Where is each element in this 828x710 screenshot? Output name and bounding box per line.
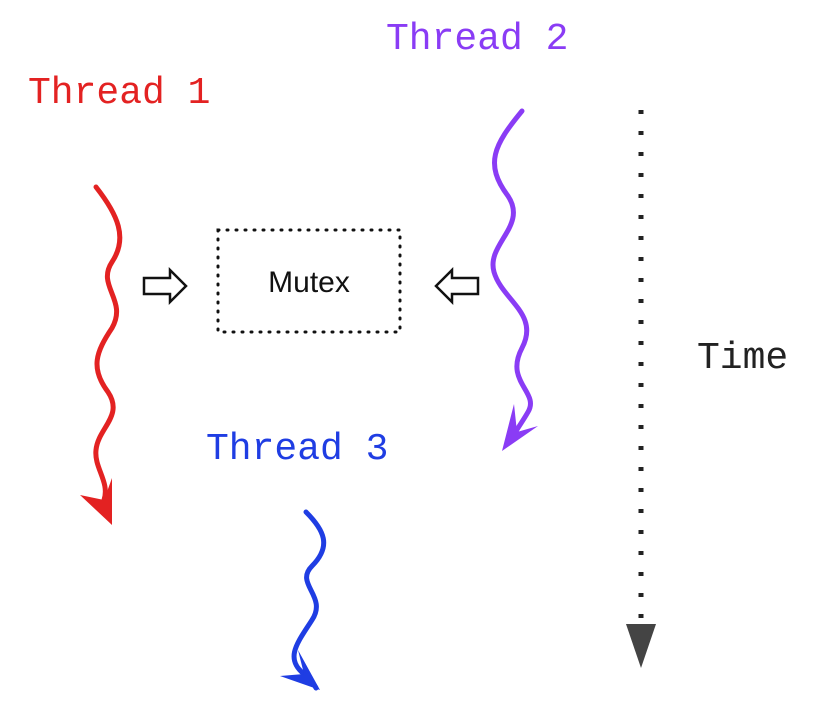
mutex-label: Mutex [268,266,350,299]
mutex-box: Mutex [216,228,402,334]
hollow-left-arrow-icon [434,266,480,306]
thread-3-path [280,509,327,691]
time-label: Time [697,337,788,380]
thread-2-arrowhead [502,404,538,451]
time-arrowhead [626,624,656,668]
thread-2-label: Thread 2 [386,18,568,61]
thread-1-path [80,184,123,525]
thread-2-path [490,108,538,451]
thread-3-arrowhead [280,650,320,690]
thread-3-label: Thread 3 [206,428,388,471]
thread-1-label: Thread 1 [28,72,210,115]
time-axis [626,110,656,668]
hollow-right-arrow-icon [142,266,188,306]
thread-1-arrowhead [80,478,112,525]
